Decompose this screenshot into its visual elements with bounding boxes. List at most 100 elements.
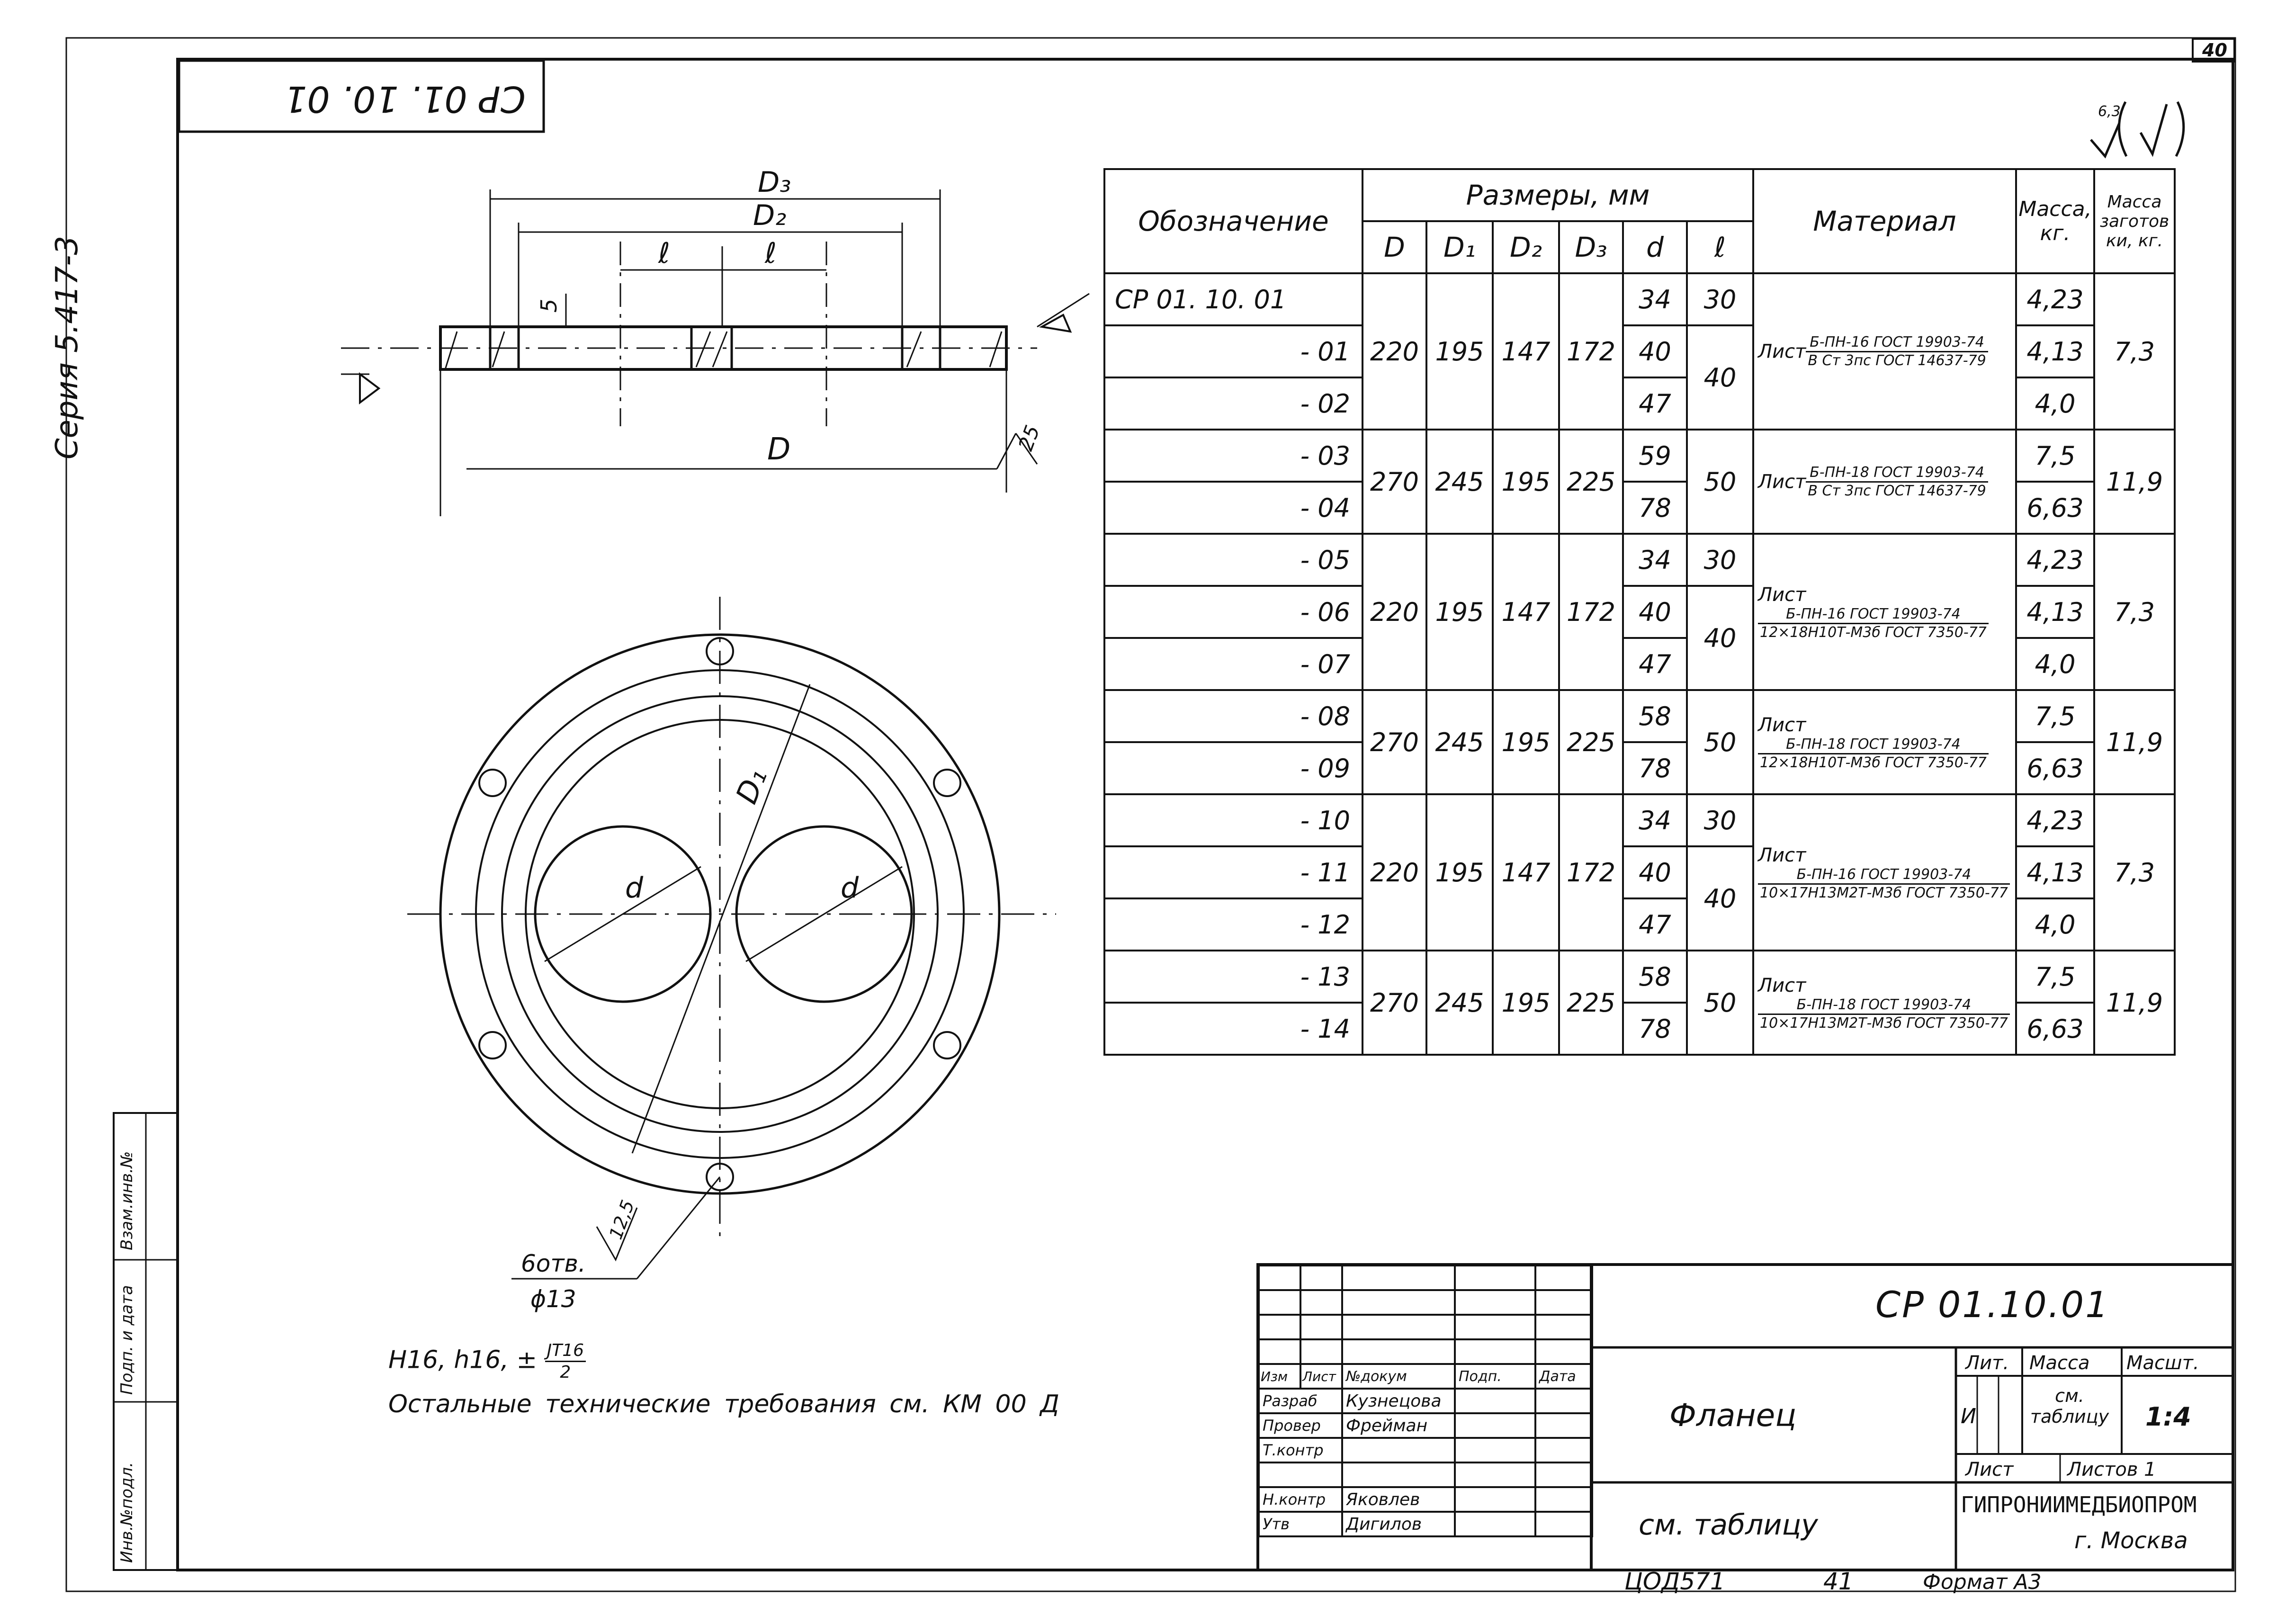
section-view [341, 189, 1090, 516]
cell-l: 40 [1685, 585, 1755, 691]
tb-signature [1454, 1511, 1536, 1537]
cell-blank-mass: 7,3 [2093, 272, 2176, 431]
mass-value: см. таблицу [2030, 1385, 2109, 1427]
side-label-inventory: Инв.№подл. [117, 1462, 136, 1563]
material-prefix: Лист [1758, 471, 1806, 493]
tolerance-frac-den: 2 [560, 1363, 571, 1382]
format-label: Формат А3 [1923, 1570, 2042, 1594]
cell-d: 40 [1622, 585, 1688, 639]
tb-signature [1454, 1462, 1536, 1488]
cell-D: 270 [1362, 689, 1427, 795]
weld-label: 25 [1014, 422, 1044, 454]
cell-mass: 4,23 [2015, 533, 2096, 587]
cell-designation: - 11 [1103, 845, 1363, 899]
side-label-replace: Взам.инв.№ [117, 1151, 136, 1250]
cell-designation: - 03 [1103, 429, 1363, 483]
archive-sheet: 41 [1823, 1568, 1854, 1595]
series-label: Серия 5.417-3 [50, 235, 85, 459]
cell-D1: 245 [1425, 429, 1494, 535]
dim-label-l-left: ℓ [658, 237, 670, 270]
cell-l: 30 [1685, 533, 1755, 587]
cell-designation: - 07 [1103, 637, 1363, 691]
tb-person: Фрейман [1341, 1412, 1456, 1439]
cell-d: 47 [1622, 897, 1688, 951]
doc-code: СР 01.10.01 [1875, 1283, 2110, 1326]
cell-designation: - 13 [1103, 950, 1363, 1004]
cell-designation: - 05 [1103, 533, 1363, 587]
cell-d: 78 [1622, 741, 1688, 795]
cell-D3: 225 [1558, 950, 1624, 1056]
cell-designation: - 01 [1103, 324, 1363, 378]
cell-D1: 245 [1425, 689, 1494, 795]
side-label-sign-date: Подп. и дата [117, 1285, 136, 1395]
cell-D: 220 [1362, 533, 1427, 691]
archive-number: ЦОД571 [1624, 1568, 1725, 1595]
col-D3: D₃ [1558, 220, 1624, 274]
material-grade: Б-ПН-16 ГОСТ 19903-74 [1758, 606, 1989, 624]
tb-date [1534, 1511, 1593, 1537]
tb-date [1534, 1412, 1593, 1439]
cell-D3: 172 [1558, 272, 1624, 431]
cell-designation: - 02 [1103, 377, 1363, 431]
cell-D3: 172 [1558, 793, 1624, 951]
title-block-row: Т.контр [1258, 1437, 1593, 1463]
tb-person: Дигилов [1341, 1511, 1456, 1537]
cell-blank-mass: 11,9 [2093, 689, 2176, 795]
cell-d: 34 [1622, 793, 1688, 847]
cell-D: 270 [1362, 950, 1427, 1056]
top-stamp: СР 01. 10. 01 [284, 78, 526, 120]
cell-d: 59 [1622, 429, 1688, 483]
tb-person: Кузнецова [1341, 1388, 1456, 1414]
cell-d: 58 [1622, 950, 1688, 1004]
cell-D: 220 [1362, 272, 1427, 431]
outer-border [65, 37, 2236, 1592]
tolerance-frac-num: JT16 [545, 1340, 586, 1363]
cell-D: 270 [1362, 429, 1427, 535]
cell-d: 47 [1622, 637, 1688, 691]
col-d: d [1622, 220, 1688, 274]
cell-D1: 195 [1425, 533, 1494, 691]
material-grade: Б-ПН-18 ГОСТ 19903-74 [1758, 736, 1989, 754]
cell-mass: 6,63 [2015, 741, 2096, 795]
part-name: Фланец [1669, 1397, 1797, 1434]
cell-designation: - 12 [1103, 897, 1363, 951]
tolerance-fraction: JT16 2 [545, 1340, 586, 1382]
drawing-frame [176, 58, 2234, 1571]
tb-signature [1454, 1486, 1536, 1513]
dim-label-D: D [767, 432, 790, 467]
tb-role: Н.контр [1258, 1486, 1343, 1513]
dim-label-D1: D₁ [729, 763, 774, 808]
dim-label-D3: D₃ [758, 166, 791, 199]
cell-blank-mass: 7,3 [2093, 793, 2176, 951]
cell-l: 40 [1685, 845, 1755, 951]
cell-D2: 147 [1492, 533, 1560, 691]
cell-l: 50 [1685, 689, 1755, 795]
cell-D1: 245 [1425, 950, 1494, 1056]
cell-designation: - 09 [1103, 741, 1363, 795]
cell-l: 30 [1685, 793, 1755, 847]
cell-designation: - 08 [1103, 689, 1363, 743]
tech-requirements-note: Остальные технические требования см. КМ … [388, 1390, 1059, 1418]
cell-D2: 147 [1492, 272, 1560, 431]
tb-person [1341, 1462, 1456, 1488]
cell-l: 50 [1685, 429, 1755, 535]
cell-mass: 7,5 [2015, 429, 2096, 483]
